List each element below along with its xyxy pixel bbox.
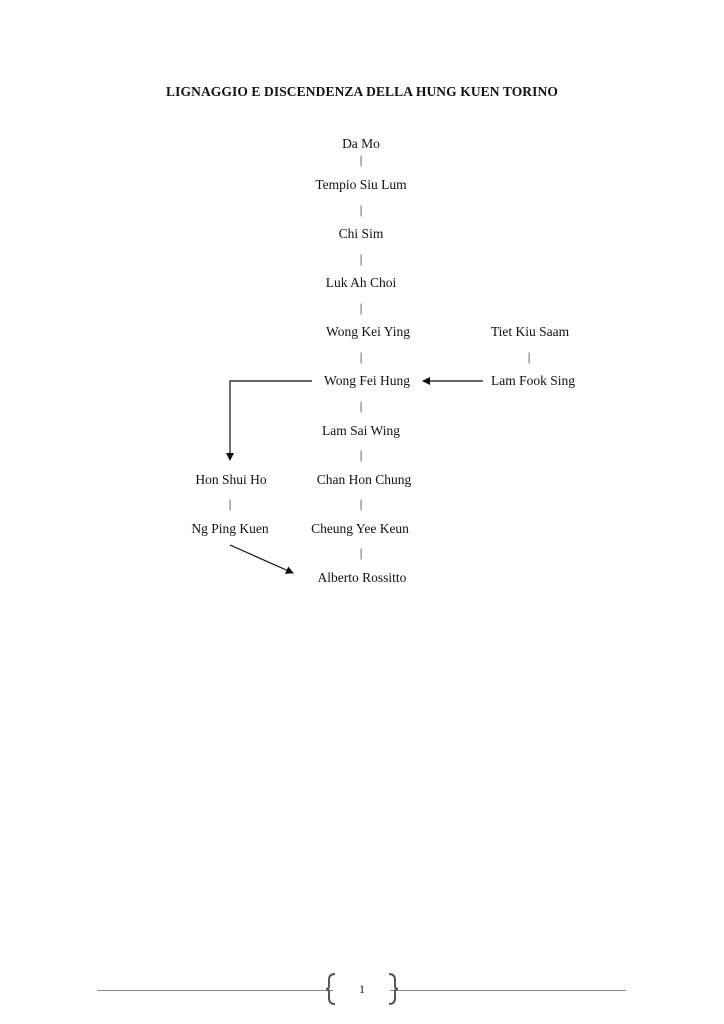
page-number: 1 — [359, 982, 365, 996]
lineage-name-lam-sai-wing: Lam Sai Wing — [322, 423, 400, 438]
lineage-name-ng-ping-kuen: Ng Ping Kuen — [191, 521, 269, 536]
lineage-connector: | — [527, 349, 531, 364]
arrow-wong-fei-hung-to-hon-shui-ho — [226, 380, 312, 461]
lineage-name-da-mo: Da Mo — [342, 136, 380, 151]
lineage-connector: | — [359, 447, 363, 462]
lineage-connector: | — [359, 496, 363, 511]
lineage-name-cheung-yee-keun: Cheung Yee Keun — [311, 521, 409, 536]
lineage-connector: | — [359, 152, 363, 167]
lineage-name-luk-ah-choi: Luk Ah Choi — [325, 275, 397, 290]
lineage-connector: | — [359, 202, 363, 217]
lineage-name-tiet-kiu-saam: Tiet Kiu Saam — [490, 324, 570, 339]
lineage-name-chi-sim: Chi Sim — [338, 226, 384, 241]
lineage-connector: | — [359, 300, 363, 315]
lineage-name-alberto-rossitto: Alberto Rossitto — [317, 570, 407, 585]
lineage-name-tempio-siu-lum: Tempio Siu Lum — [315, 177, 407, 192]
arrow-ng-ping-kuen-to-alberto-rossitto — [229, 544, 294, 574]
lineage-connector: | — [359, 251, 363, 266]
lineage-connector: | — [359, 349, 363, 364]
lineage-name-hon-shui-ho: Hon Shui Ho — [195, 472, 267, 487]
footer-rule-left — [97, 990, 333, 991]
lineage-connector: | — [359, 398, 363, 413]
page-number-bracket-icon — [325, 973, 399, 1005]
lineage-connector: | — [228, 496, 232, 511]
page-title: LIGNAGGIO E DISCENDENZA DELLA HUNG KUEN … — [166, 84, 558, 99]
lineage-name-wong-kei-ying: Wong Kei Ying — [326, 324, 410, 339]
footer-rule-right — [390, 990, 626, 991]
lineage-connector: | — [359, 545, 363, 560]
lineage-name-wong-fei-hung: Wong Fei Hung — [324, 373, 410, 388]
lineage-name-chan-hon-chung: Chan Hon Chung — [316, 472, 412, 487]
lineage-name-lam-fook-sing: Lam Fook Sing — [490, 373, 576, 388]
